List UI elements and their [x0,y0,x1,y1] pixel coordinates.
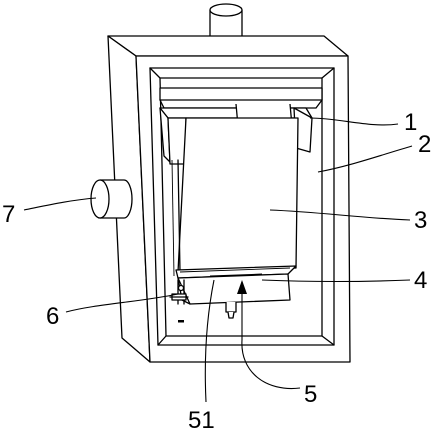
bottom-block [175,265,297,305]
nozzle [225,302,237,319]
small-mark [178,320,184,323]
label-51: 51 [188,407,215,433]
label-1: 1 [404,109,417,136]
label-4: 4 [414,267,427,294]
leader-lines [23,117,413,403]
label-2: 2 [418,131,431,158]
label-3: 3 [414,207,427,234]
main-plate [171,117,299,277]
side-pipe [90,179,133,219]
label-6: 6 [46,303,59,330]
label-5: 5 [304,381,317,408]
valve [169,279,189,305]
label-7: 7 [2,201,15,228]
